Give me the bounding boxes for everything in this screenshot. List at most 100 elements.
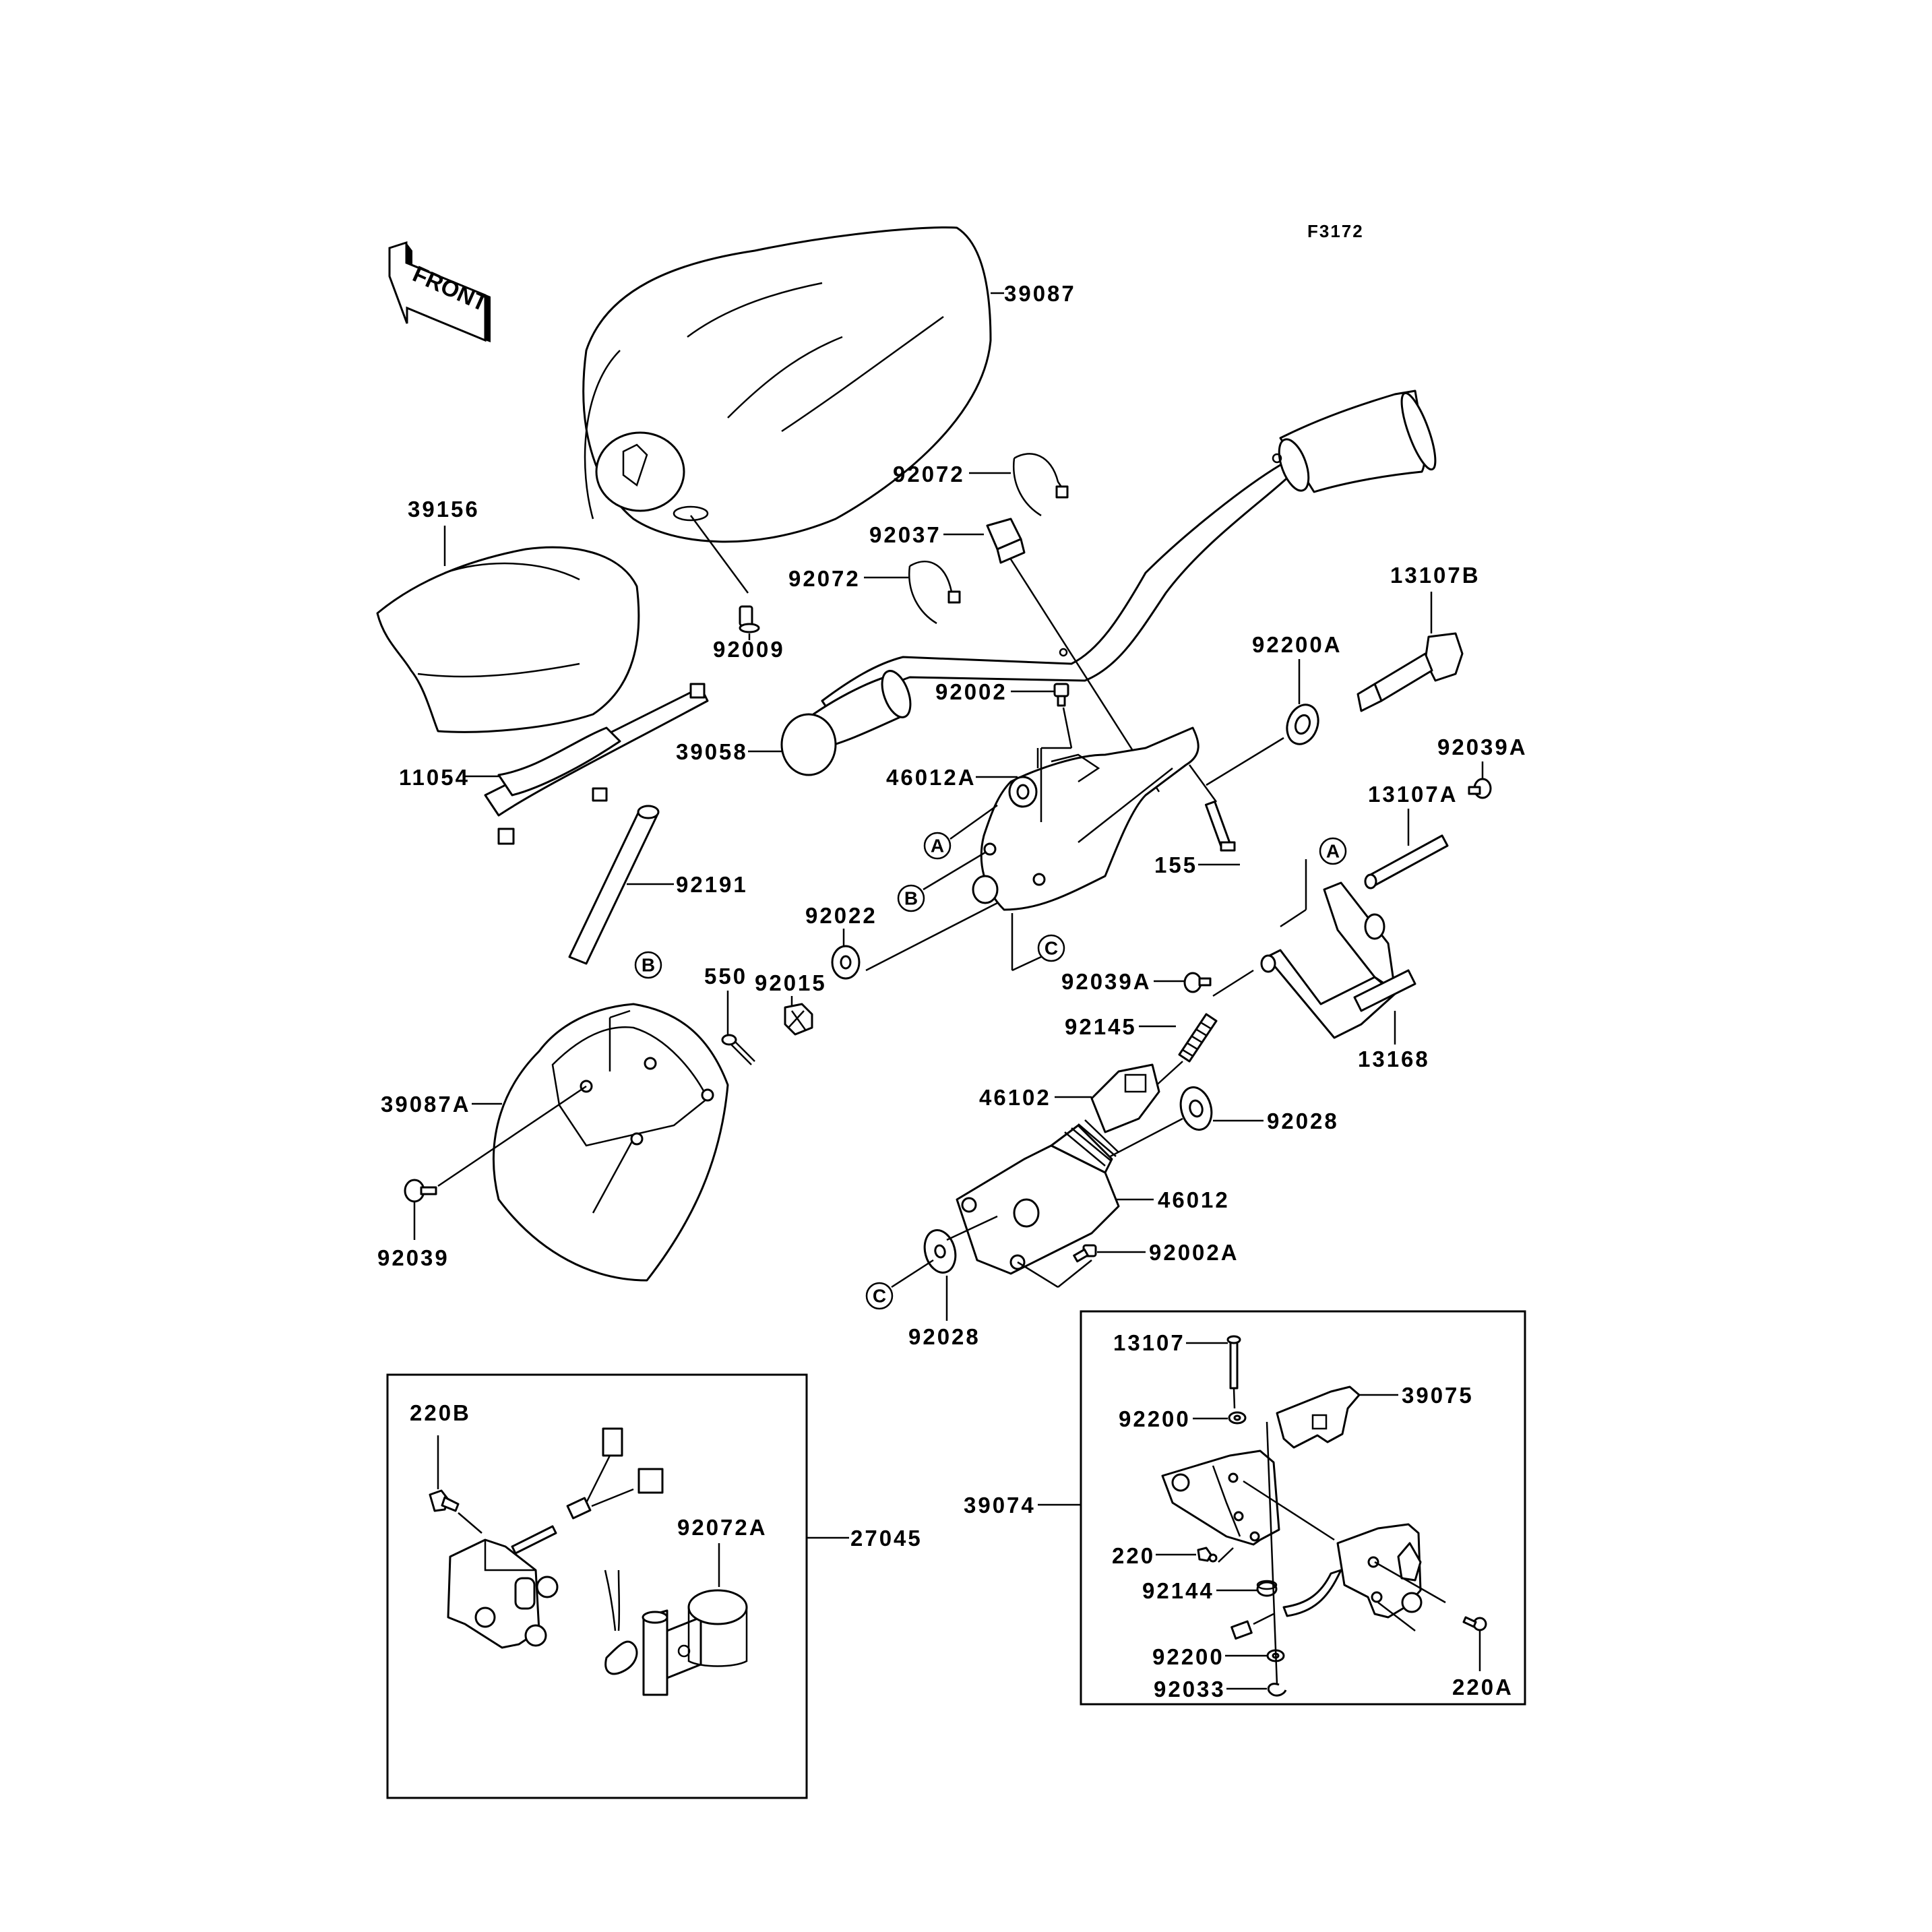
- cable-band-92072-mid[interactable]: [908, 561, 961, 625]
- washer-92022[interactable]: [831, 945, 861, 980]
- part-label-92039A-right: 92039A: [1437, 735, 1528, 759]
- handle-cover-39087[interactable]: [582, 226, 1004, 543]
- part-label-92033: 92033: [1154, 1677, 1226, 1702]
- throttle-housing[interactable]: [1336, 1523, 1423, 1619]
- clip-92039A-mid[interactable]: [1183, 972, 1212, 993]
- part-label-39156: 39156: [408, 497, 480, 522]
- part-label-92022: 92022: [805, 903, 877, 928]
- part-label-46012A: 46012A: [886, 765, 976, 790]
- front-arrow-icon: FRONT: [388, 241, 491, 342]
- cam-46102[interactable]: [1090, 1063, 1160, 1133]
- clip-92039A-right[interactable]: [1468, 778, 1492, 799]
- pin-13107[interactable]: [1226, 1335, 1241, 1390]
- washer-92200-top[interactable]: [1228, 1411, 1247, 1425]
- svg-text:C: C: [1045, 938, 1058, 959]
- part-label-39087: 39087: [1004, 281, 1076, 306]
- ref-marker-c-top: C: [1037, 934, 1065, 962]
- part-label-92039A-mid: 92039A: [1061, 969, 1152, 994]
- part-label-92145: 92145: [1065, 1014, 1137, 1039]
- part-label-92028-right: 92028: [1267, 1109, 1339, 1133]
- bolt-13107B[interactable]: [1357, 632, 1464, 712]
- bolt-92002[interactable]: [1053, 683, 1069, 707]
- screw-220B[interactable]: [429, 1489, 460, 1512]
- ref-marker-a-left: A: [923, 832, 952, 860]
- clamp-92037[interactable]: [986, 518, 1026, 564]
- part-label-46102: 46102: [979, 1085, 1051, 1110]
- tube-92191[interactable]: [568, 805, 660, 965]
- part-label-46012: 46012: [1158, 1187, 1230, 1212]
- kit-box-27045: [386, 1373, 808, 1799]
- part-label-220B: 220B: [410, 1400, 471, 1425]
- part-label-92191: 92191: [676, 872, 748, 897]
- lower-cover-39087A[interactable]: [493, 1003, 729, 1282]
- part-label-92200-top: 92200: [1119, 1406, 1191, 1431]
- svg-text:B: B: [904, 888, 918, 909]
- figure-code: F3172: [1307, 221, 1364, 241]
- cable-and-knob[interactable]: [1230, 1569, 1342, 1640]
- part-label-92200A: 92200A: [1252, 632, 1342, 657]
- part-label-92028-bottom: 92028: [908, 1324, 980, 1349]
- part-label-13107B: 13107B: [1390, 563, 1481, 588]
- screw-220[interactable]: [1197, 1547, 1218, 1563]
- part-label-13168: 13168: [1358, 1047, 1430, 1071]
- clip-92039[interactable]: [404, 1179, 437, 1203]
- ref-marker-b-lower: B: [634, 951, 662, 979]
- guide-39075[interactable]: [1276, 1385, 1361, 1449]
- screw-92009[interactable]: [739, 605, 760, 633]
- handlebar-39058[interactable]: [780, 389, 1442, 776]
- part-label-92144: 92144: [1142, 1578, 1214, 1603]
- part-label-92015: 92015: [755, 970, 827, 995]
- steering-holder-46012A[interactable]: [972, 726, 1199, 911]
- svg-text:A: A: [931, 836, 944, 856]
- part-label-11054: 11054: [399, 765, 470, 790]
- kit-box-39074: [1080, 1310, 1526, 1706]
- part-label-13107: 13107: [1113, 1330, 1185, 1355]
- part-label-92072-top: 92072: [893, 462, 965, 487]
- part-label-92039: 92039: [377, 1245, 449, 1270]
- part-label-220: 220: [1112, 1543, 1155, 1568]
- cover-39156[interactable]: [376, 546, 640, 733]
- switch-body-39074[interactable]: [1161, 1450, 1280, 1546]
- washer-92028-bottom[interactable]: [920, 1226, 960, 1276]
- part-label-39075: 39075: [1402, 1383, 1474, 1408]
- part-label-92002A: 92002A: [1149, 1240, 1239, 1265]
- spring-92144[interactable]: [1256, 1580, 1278, 1597]
- cable-band-92072-top[interactable]: [1012, 453, 1069, 517]
- holder-46012[interactable]: [956, 1119, 1120, 1275]
- part-label-155: 155: [1154, 852, 1197, 877]
- part-label-92200-bottom: 92200: [1152, 1644, 1224, 1669]
- part-label-13107A: 13107A: [1368, 782, 1458, 807]
- washer-92028-right[interactable]: [1176, 1084, 1216, 1133]
- svg-text:A: A: [1326, 841, 1340, 862]
- rod-13107A[interactable]: [1364, 834, 1449, 890]
- ref-marker-b-left: B: [897, 884, 925, 912]
- cotter-pin-550[interactable]: [721, 1034, 755, 1065]
- lanyard-clip-92072A[interactable]: [604, 1569, 748, 1696]
- pin-155[interactable]: [1204, 801, 1236, 852]
- nut-92015[interactable]: [784, 1003, 813, 1036]
- ref-marker-a-right: A: [1319, 837, 1347, 865]
- washer-92200A[interactable]: [1282, 700, 1323, 748]
- svg-text:C: C: [873, 1286, 886, 1307]
- part-label-92037: 92037: [869, 522, 941, 547]
- part-label-39074: 39074: [964, 1493, 1036, 1518]
- circlip-92033[interactable]: [1267, 1683, 1287, 1697]
- part-label-220A: 220A: [1452, 1675, 1514, 1700]
- part-label-39058: 39058: [676, 739, 748, 764]
- spring-92145[interactable]: [1178, 1013, 1218, 1063]
- part-label-27045: 27045: [850, 1526, 923, 1551]
- switch-assembly-27045[interactable]: [447, 1427, 664, 1649]
- part-label-92072A: 92072A: [677, 1515, 768, 1540]
- lever-13168[interactable]: [1260, 881, 1416, 1039]
- ref-marker-c-bottom: C: [865, 1282, 894, 1310]
- bracket-11054[interactable]: [484, 683, 709, 845]
- screw-220A[interactable]: [1462, 1616, 1487, 1631]
- part-label-550: 550: [704, 964, 747, 989]
- part-label-92072-mid: 92072: [788, 566, 861, 591]
- svg-text:B: B: [642, 955, 655, 976]
- part-label-39087A: 39087A: [381, 1092, 471, 1117]
- part-label-92009: 92009: [713, 637, 785, 662]
- part-label-92002: 92002: [935, 679, 1007, 704]
- bolt-92002A[interactable]: [1073, 1244, 1097, 1263]
